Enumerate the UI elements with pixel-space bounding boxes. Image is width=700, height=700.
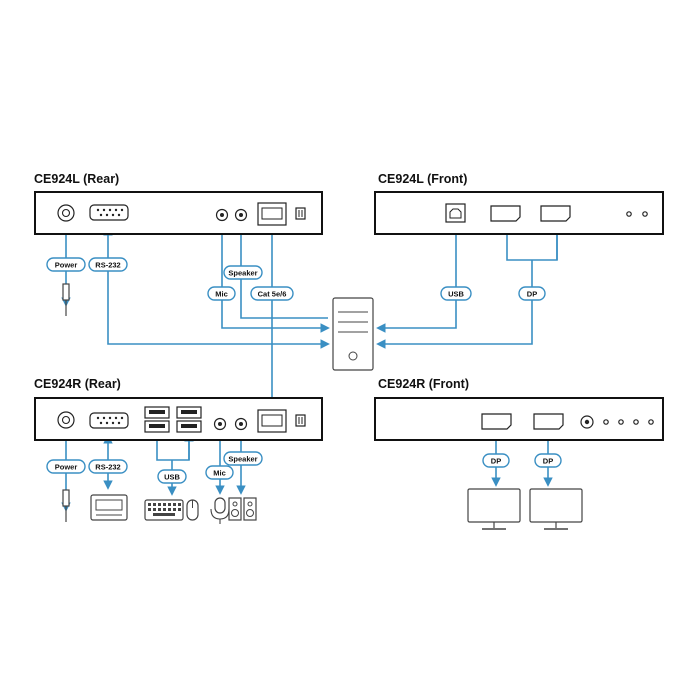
computer-tower-icon: [332, 297, 374, 371]
power-plug-icon: [62, 489, 70, 522]
usb-a-icon: [176, 406, 202, 433]
label-r-dp1: DP: [482, 453, 510, 468]
led-icon: [633, 419, 639, 425]
panel-title-l-rear: CE924L (Rear): [34, 172, 119, 186]
displayport-icon: [533, 413, 564, 430]
label-l-rs232: RS-232: [88, 257, 128, 272]
monitor-icon: [467, 488, 521, 530]
label-l-rs232-text: RS-232: [95, 261, 120, 270]
label-l-power: Power: [46, 257, 86, 272]
led-icon: [618, 419, 624, 425]
label-r-usb-text: USB: [164, 473, 180, 482]
label-r-dp2-text: DP: [543, 457, 553, 466]
displayport-icon: [540, 205, 571, 222]
audio-jack-icon: [215, 208, 229, 222]
label-l-speaker: Speaker: [223, 265, 263, 280]
displayport-icon: [481, 413, 512, 430]
label-l-dp-text: DP: [527, 290, 537, 299]
label-r-speaker: Speaker: [223, 451, 263, 466]
wire-l-dp: [378, 225, 558, 344]
label-r-usb: USB: [157, 469, 187, 484]
keyboard-icon: [144, 499, 184, 521]
wire-l-mic: [217, 223, 330, 333]
rj45-icon: [257, 202, 287, 226]
panel-ce924l-rear: CE924L (Rear): [34, 172, 323, 235]
usb-a-icon: [144, 406, 170, 433]
power-jack-icon: [57, 204, 75, 222]
label-r-mic: Mic: [205, 465, 234, 480]
db9-serial-icon: [89, 204, 129, 221]
label-cat: Cat 5e/6: [250, 286, 294, 301]
label-cat-text: Cat 5e/6: [258, 290, 287, 299]
dip-switch-icon: [295, 414, 306, 427]
label-r-dp1-text: DP: [491, 457, 501, 466]
serial-device-icon: [90, 494, 128, 521]
panel-ce924r-front: CE924R (Front): [374, 377, 664, 441]
label-l-usb: USB: [440, 286, 472, 301]
label-r-speaker-text: Speaker: [228, 455, 257, 464]
panel-title-l-front: CE924L (Front): [378, 172, 467, 186]
wire-l-usb: [376, 224, 461, 333]
panel-ce924r-rear: CE924R (Rear): [34, 377, 323, 441]
panel-title-r-rear: CE924R (Rear): [34, 377, 121, 391]
led-icon: [603, 419, 609, 425]
device-ce924r-front: [374, 397, 664, 441]
led-icon: [642, 211, 648, 217]
cable-layer: [61, 223, 562, 512]
audio-jack-icon: [213, 417, 227, 431]
wire-r-usb: [157, 433, 190, 494]
label-r-power-text: Power: [55, 463, 78, 472]
mouse-icon: [186, 499, 199, 521]
usb-b-icon: [445, 203, 466, 223]
label-l-mic-text: Mic: [215, 290, 228, 299]
speakers-icon: [228, 497, 257, 521]
dip-switch-icon: [295, 207, 306, 220]
db9-serial-icon: [89, 412, 129, 429]
panel-ce924l-front: CE924L (Front): [374, 172, 664, 235]
label-r-power: Power: [46, 459, 86, 474]
microphone-icon: [210, 497, 230, 524]
audio-jack-icon: [234, 417, 248, 431]
label-l-mic: Mic: [207, 286, 236, 301]
label-r-mic-text: Mic: [213, 469, 226, 478]
rj45-icon: [257, 409, 287, 433]
label-r-rs232-text: RS-232: [95, 463, 120, 472]
panel-title-r-front: CE924R (Front): [378, 377, 469, 391]
label-l-speaker-text: Speaker: [228, 269, 257, 278]
label-l-dp: DP: [518, 286, 546, 301]
label-l-power-text: Power: [55, 261, 78, 270]
cable-labels: Power RS-232 Speaker Mic Cat 5e/6 USB DP: [46, 257, 562, 484]
audio-jack-icon: [234, 208, 248, 222]
wire-l-speaker: [236, 223, 328, 319]
label-r-rs232: RS-232: [88, 459, 128, 474]
displayport-icon: [490, 205, 521, 222]
label-l-usb-text: USB: [448, 290, 464, 299]
led-icon: [648, 419, 654, 425]
power-plug-icon: [62, 283, 70, 316]
audio-jack-icon: [580, 415, 594, 429]
led-icon: [626, 211, 632, 217]
wire-l-rs232: [103, 226, 330, 349]
power-jack-icon: [57, 411, 75, 429]
label-r-dp2: DP: [534, 453, 562, 468]
monitor-icon: [529, 488, 583, 530]
